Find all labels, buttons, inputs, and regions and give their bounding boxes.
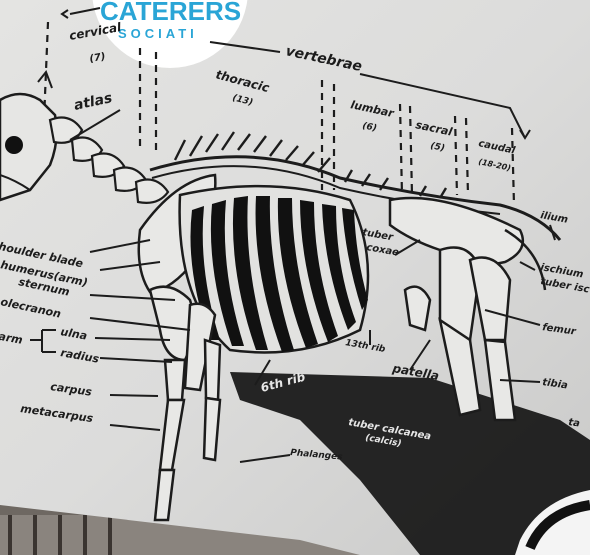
label-ta: ta bbox=[568, 417, 581, 430]
logo-text-main: CATERERS bbox=[100, 0, 241, 26]
logo-text-sub: SOCIATI bbox=[118, 26, 198, 41]
